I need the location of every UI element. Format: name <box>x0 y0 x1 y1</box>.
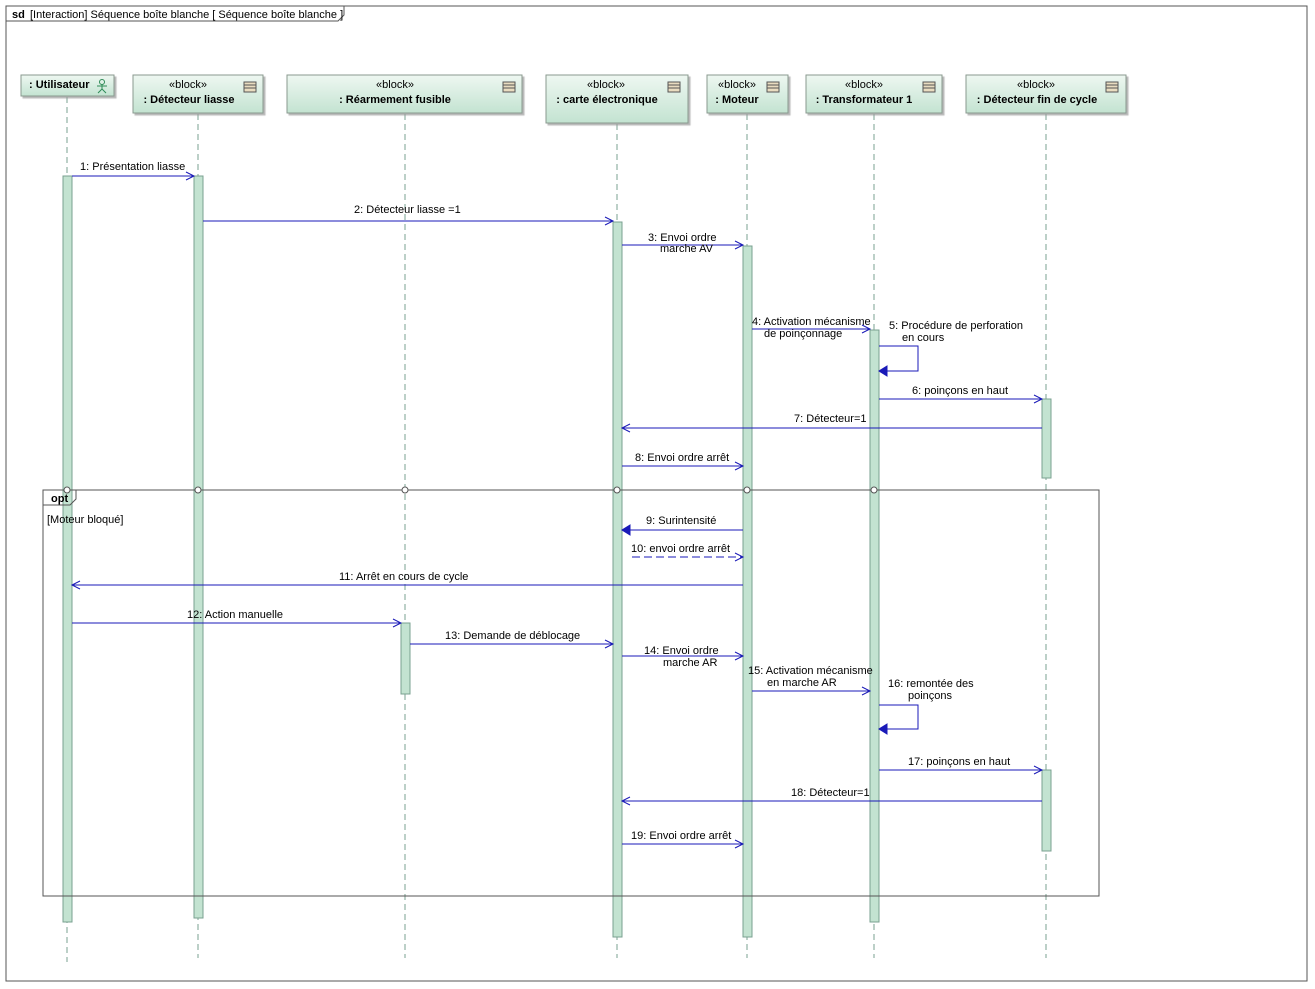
message-label-line2: en marche AR <box>767 677 837 689</box>
lifeline-name: : Utilisateur <box>29 79 90 91</box>
activation-bar <box>869 329 880 923</box>
message-arrow[interactable] <box>879 704 919 730</box>
activation-bar <box>400 622 411 695</box>
message-label: 1: Présentation liasse <box>80 161 185 173</box>
block-icon <box>766 81 780 93</box>
message-label-line2: marche AR <box>663 657 717 669</box>
lifeline-head-user[interactable] <box>20 74 115 97</box>
block-icon <box>243 81 257 93</box>
lifeline-head-moteur[interactable] <box>706 74 789 114</box>
lifeline-stereotype: «block» <box>587 79 625 91</box>
lifeline-stereotype: «block» <box>845 79 883 91</box>
message-label: 12: Action manuelle <box>187 609 283 621</box>
activation-bar <box>742 245 753 938</box>
lifelines <box>66 97 1047 962</box>
message-label: 11: Arrêt en cours de cycle <box>339 571 468 583</box>
message-label-line2: en cours <box>902 332 945 344</box>
activation-bar <box>612 221 623 938</box>
block-icon <box>922 81 936 93</box>
activation-bar <box>62 175 73 923</box>
lifeline-name: : Moteur <box>715 94 759 106</box>
frame-keyword-text: sd <box>12 9 25 21</box>
frame-title: [Interaction] Séquence boîte blanche [ S… <box>30 9 343 21</box>
lifeline-stereotype: «block» <box>718 79 756 91</box>
fragment-gate <box>613 486 621 494</box>
message-label-line2: de poinçonnage <box>764 328 842 340</box>
message-label: 10: envoi ordre arrêt <box>631 543 730 555</box>
message-label: 13: Demande de déblocage <box>445 630 580 642</box>
fragment-gate <box>63 486 71 494</box>
lifeline-head-rearm[interactable] <box>286 74 523 114</box>
fragment-gate <box>401 486 409 494</box>
activation-bar <box>1041 769 1052 852</box>
block-icon <box>667 81 681 93</box>
lifeline-name: : Détecteur liasse <box>143 94 234 106</box>
message-labels: 1: Présentation liasse 2: Détecteur lias… <box>80 161 1023 842</box>
fragment-operator: opt <box>51 493 68 505</box>
lifeline-head-carte[interactable] <box>545 74 689 124</box>
lifeline-stereotype: «block» <box>1017 79 1055 91</box>
message-label: 15: Activation mécanisme <box>748 665 873 677</box>
message-label: 7: Détecteur=1 <box>794 413 866 425</box>
message-label: 6: poinçons en haut <box>912 385 1008 397</box>
fragment-guard: [Moteur bloqué] <box>47 514 123 526</box>
lifeline-name: : Réarmement fusible <box>339 94 451 106</box>
message-label: 18: Détecteur=1 <box>791 787 870 799</box>
message-label-line2: poinçons <box>908 690 953 702</box>
lifeline-head-det-liasse[interactable] <box>132 74 264 114</box>
message-label: 8: Envoi ordre arrêt <box>635 452 729 464</box>
fragment-gate <box>743 486 751 494</box>
message-arrow[interactable] <box>879 345 919 372</box>
block-icon <box>1105 81 1119 93</box>
activations <box>62 175 1052 938</box>
message-label-line2: marche AV <box>660 243 714 255</box>
messages <box>70 171 1044 849</box>
message-label: 2: Détecteur liasse =1 <box>354 204 461 216</box>
message-label: 9: Surintensité <box>646 515 716 527</box>
activation-bar <box>193 175 204 919</box>
message-label: 17: poinçons en haut <box>908 756 1010 768</box>
diagram-frame: sd [Interaction] Séquence boîte blanche … <box>5 5 1308 982</box>
fragment-gate <box>194 486 202 494</box>
lifeline-head-transfo[interactable] <box>805 74 943 114</box>
lifeline-stereotype: «block» <box>169 79 207 91</box>
lifeline-name: : Détecteur fin de cycle <box>977 94 1097 106</box>
lifeline-stereotype: «block» <box>376 79 414 91</box>
lifeline-name: : Transformateur 1 <box>816 94 913 106</box>
message-label: 16: remontée des <box>888 678 974 690</box>
lifeline-name: : carte électronique <box>556 94 657 106</box>
lifeline-head-det-fin[interactable] <box>965 74 1127 114</box>
fragment-gate <box>870 486 878 494</box>
activation-bar <box>1041 398 1052 479</box>
message-label: 3: Envoi ordre <box>648 232 717 244</box>
block-icon <box>502 81 516 93</box>
message-label: 4: Activation mécanisme <box>752 316 871 328</box>
actor-icon <box>97 79 107 94</box>
message-label: 14: Envoi ordre <box>644 645 719 657</box>
combined-fragment-opt: opt [Moteur bloqué] <box>42 486 1100 897</box>
message-label: 19: Envoi ordre arrêt <box>631 830 731 842</box>
frame-keyword: sd <box>12 9 25 21</box>
message-label: 5: Procédure de perforation <box>889 320 1023 332</box>
